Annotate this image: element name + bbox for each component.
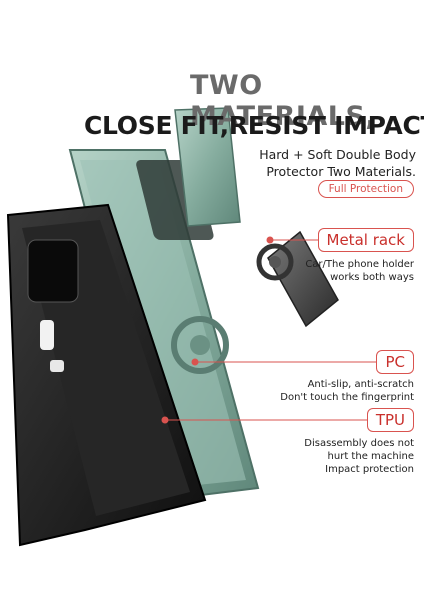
subtitle-line-1: Hard + Soft Double Body [259,147,416,162]
headline-line-2: CLOSE FIT,RESIST IMPACT [84,111,424,140]
tpu-desc-1: Disassembly does not [304,438,414,449]
subtitle-line-2: Protector Two Materials. [266,164,416,179]
leader-lines [161,236,385,424]
full-protection-badge: Full Protection [317,180,414,198]
pc-desc-2: Don't touch the fingerprint [280,392,414,403]
tpu-desc-3: Impact protection [325,464,414,475]
pc-tag: PC [376,350,414,374]
metal-rack-desc: Car/The phone holder works both ways [305,258,414,284]
tpu-desc-2: hurt the machine [327,451,414,462]
metal-rack-tag: Metal rack [317,228,414,252]
metal-ring-holder [256,230,339,328]
headline-line-1: TWO MATERIALS, [190,70,377,132]
metal-rack-desc-2: works both ways [330,272,414,283]
subtitle: Hard + Soft Double Body Protector Two Ma… [216,146,416,180]
pc-desc-1: Anti-slip, anti-scratch [307,379,414,390]
tpu-desc: Disassembly does not hurt the machine Im… [304,437,414,476]
black-case [6,203,207,547]
tpu-tag: TPU [366,408,414,432]
pc-desc: Anti-slip, anti-scratch Don't touch the … [280,378,414,404]
metal-rack-desc-1: Car/The phone holder [305,259,414,270]
